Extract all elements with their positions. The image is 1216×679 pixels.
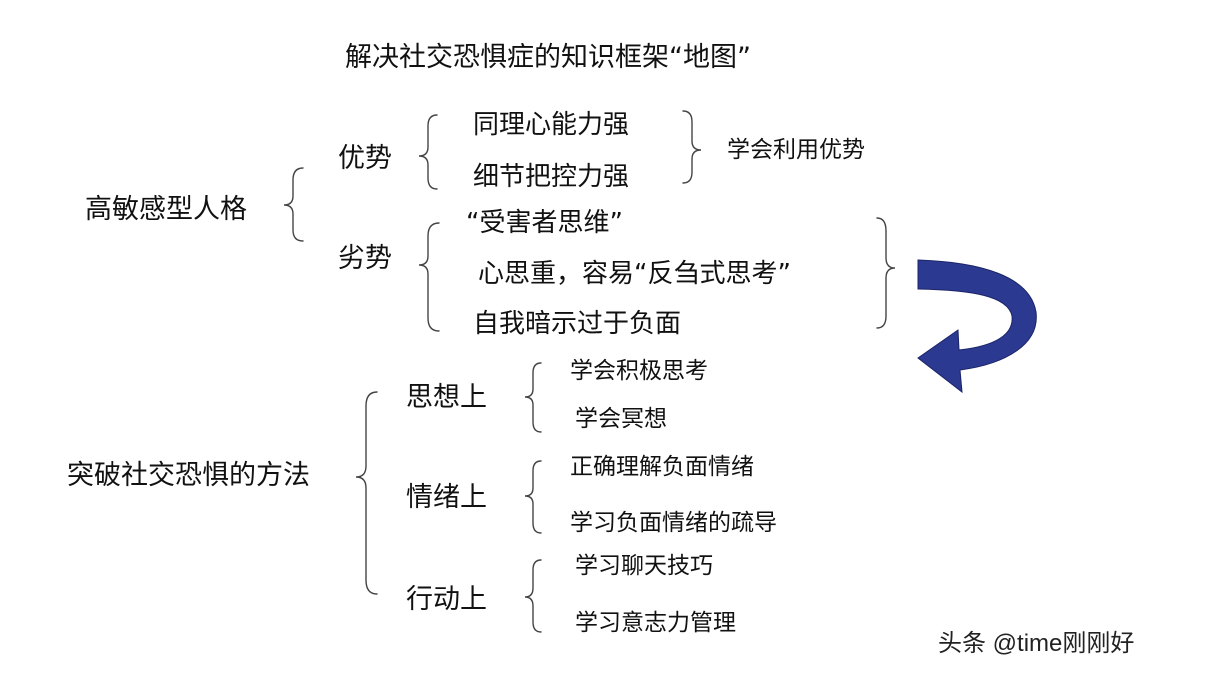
emotion-item-relief: 学习负面情绪的疏导 <box>570 510 777 536</box>
brace-methods <box>355 391 378 595</box>
brace-weaknesses-close <box>876 217 896 329</box>
emotion-item-understand: 正确理解负面情绪 <box>570 454 754 480</box>
action-item-willpower: 学习意志力管理 <box>575 610 736 636</box>
weakness-item-victim: “受害者思维” <box>466 208 623 238</box>
personality-label: 高敏感型人格 <box>85 194 247 225</box>
brace-thought <box>524 362 542 433</box>
action-item-chat: 学习聊天技巧 <box>575 553 713 579</box>
strengths-summary: 学会利用优势 <box>727 137 865 163</box>
diagram-title: 解决社交恐惧症的知识框架“地图” <box>345 42 751 73</box>
strengths-label: 优势 <box>338 143 392 174</box>
weakness-item-rumination: 心思重，容易“反刍式思考” <box>478 259 791 289</box>
thought-item-meditation: 学会冥想 <box>575 406 667 432</box>
brace-weaknesses-open <box>418 222 440 332</box>
weakness-item-negative: 自我暗示过于负面 <box>473 309 682 339</box>
brace-personality <box>283 167 304 242</box>
brace-strengths-open <box>418 114 438 190</box>
strength-item-detail: 细节把控力强 <box>473 162 630 192</box>
curved-arrow-icon <box>917 259 1037 394</box>
methods-label: 突破社交恐惧的方法 <box>67 460 310 491</box>
weaknesses-label: 劣势 <box>338 243 392 274</box>
thought-label: 思想上 <box>406 382 487 413</box>
emotion-label: 情绪上 <box>406 482 487 513</box>
brace-strengths-close <box>682 110 702 184</box>
strength-item-empathy: 同理心能力强 <box>473 110 630 140</box>
thought-item-positive: 学会积极思考 <box>570 358 708 384</box>
brace-action <box>524 559 542 633</box>
brace-emotion <box>524 460 542 534</box>
watermark: 头条 @time刚刚好 <box>938 630 1135 657</box>
action-label: 行动上 <box>406 584 487 615</box>
